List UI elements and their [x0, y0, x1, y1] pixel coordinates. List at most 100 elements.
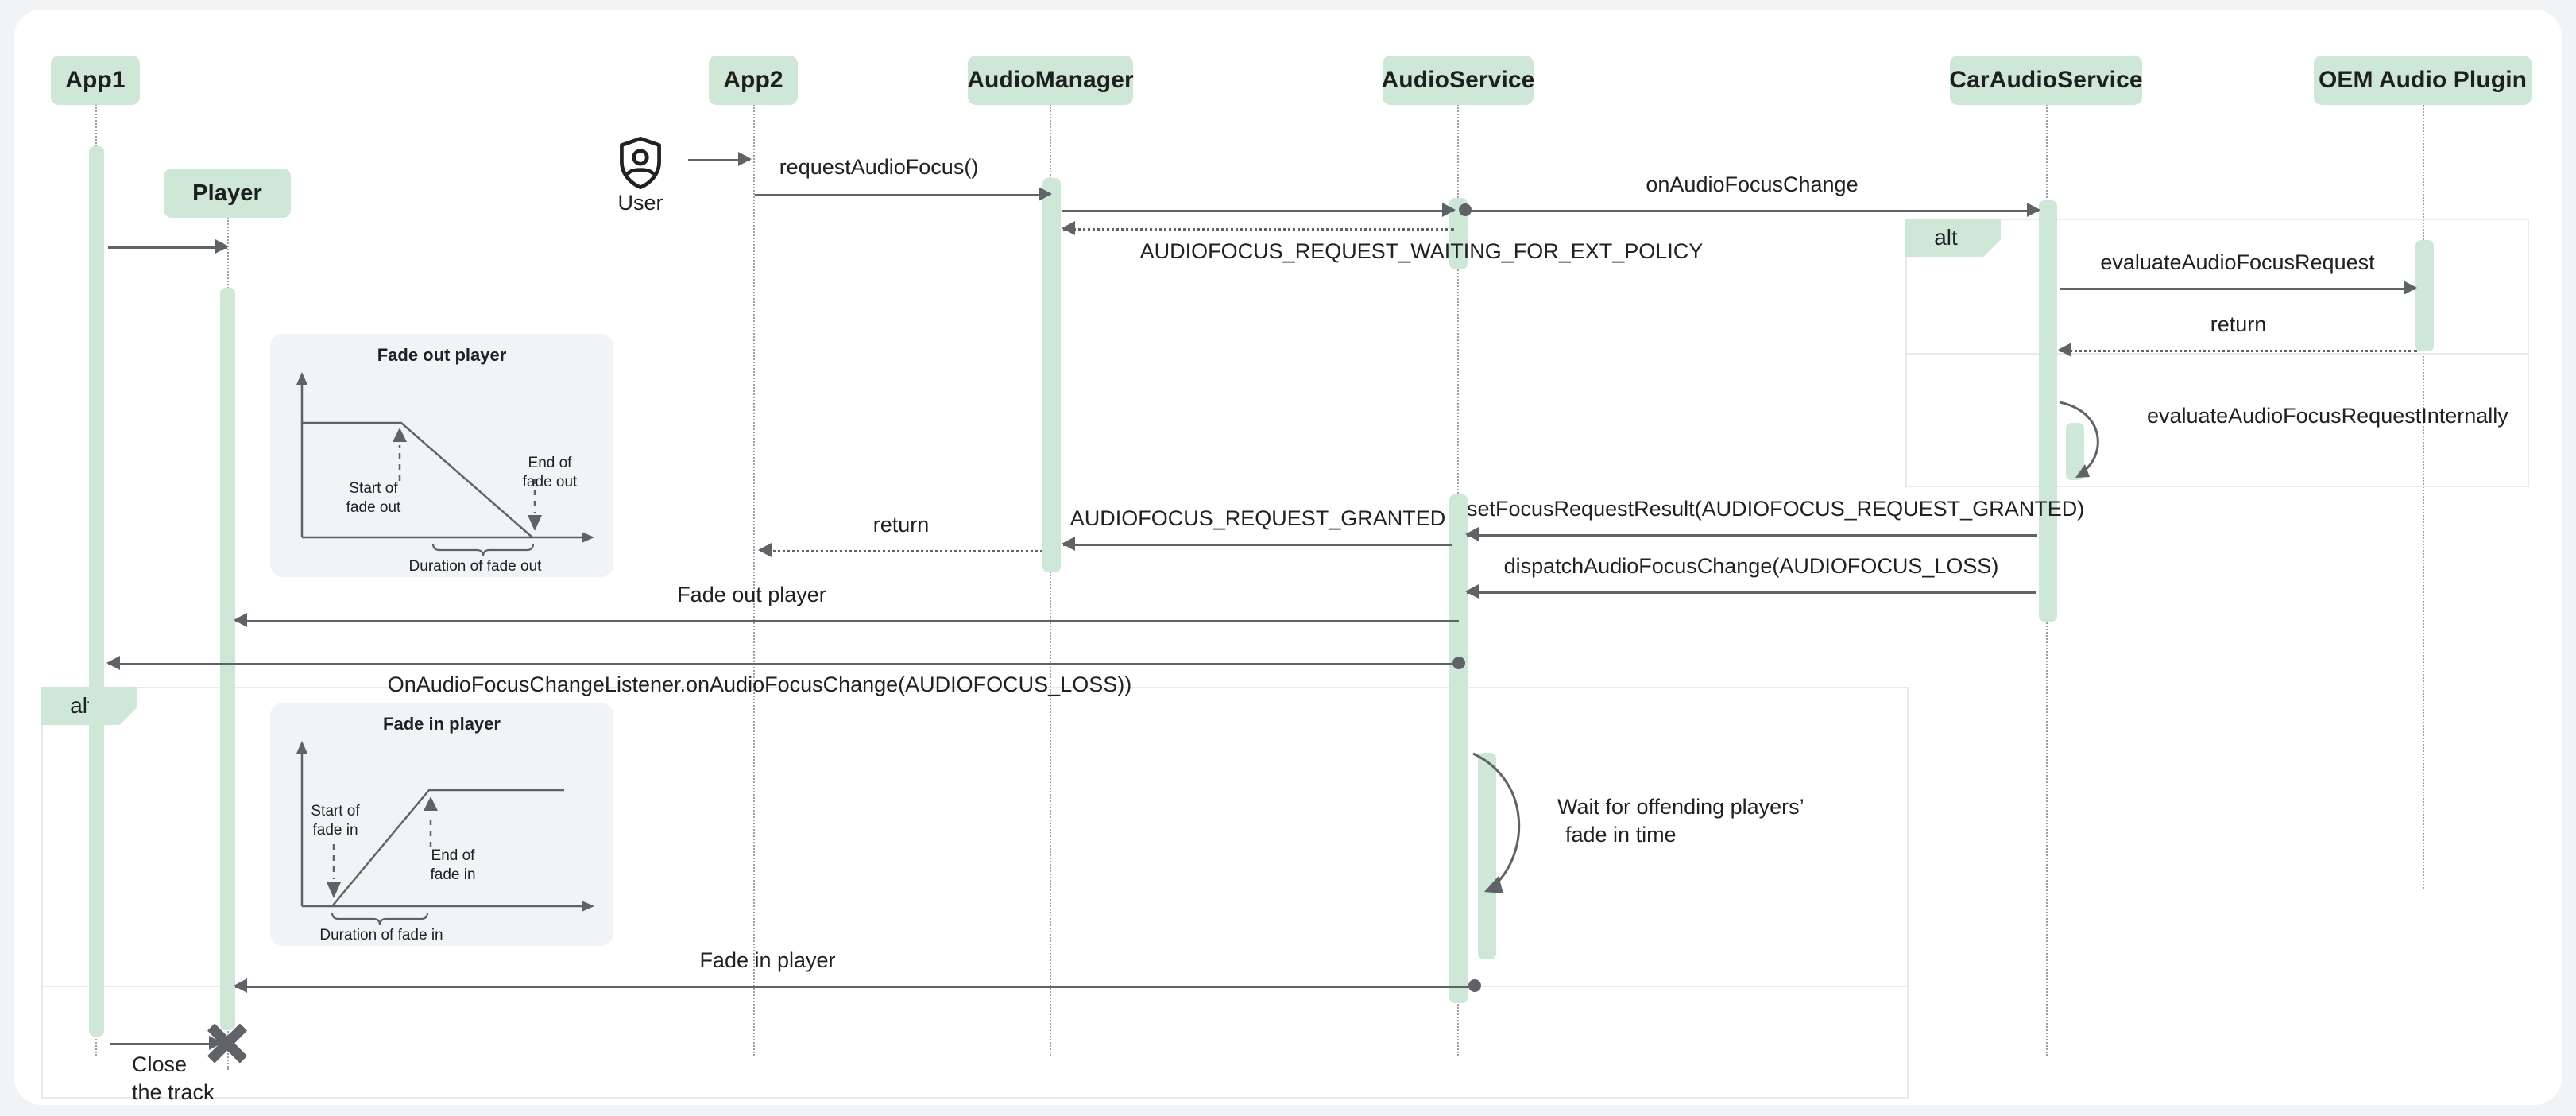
message-line: [760, 550, 1042, 552]
self-call-arc: [2059, 401, 2099, 478]
message-label: Wait for offending players’ fade in time: [1557, 793, 1804, 848]
message-label: onAudioFocusChange: [1646, 172, 1859, 196]
arrowhead-left: [234, 613, 247, 627]
svg-text:fade out: fade out: [523, 474, 578, 490]
activation-oemplugin: [2415, 240, 2434, 351]
participant-app1-label: App1: [65, 67, 126, 93]
arrowhead-left: [1062, 221, 1075, 235]
lifeline-app2: [753, 86, 755, 1056]
message-label: requestAudioFocus(): [779, 155, 979, 179]
message-line: [2060, 350, 2417, 352]
participant-player-label: Player: [192, 180, 262, 206]
message-label: evaluateAudioFocusRequest: [2100, 250, 2375, 274]
message-label: Fade in player: [699, 948, 836, 972]
arrowhead-left: [1465, 584, 1479, 599]
participant-app1[interactable]: App1: [51, 56, 140, 105]
activation-audiomanager: [1042, 178, 1061, 572]
participant-caraudioservice[interactable]: CarAudioService: [1949, 56, 2143, 105]
message-label: OnAudioFocusChangeListener.onAudioFocusC…: [387, 672, 1132, 696]
arrowhead-right: [2027, 203, 2040, 217]
arrowhead-right: [2404, 281, 2417, 295]
message-line: [1063, 544, 1452, 546]
note-title: Fade in player: [383, 714, 501, 734]
participant-player[interactable]: Player: [164, 169, 291, 218]
fade-out-chart: Start of fade out End of fade out Durati…: [296, 372, 594, 575]
message-line: [108, 663, 1459, 665]
activation-caraudioservice-self: [2066, 423, 2084, 480]
participant-audiomanager[interactable]: AudioManager: [967, 56, 1134, 105]
arrowhead-left: [234, 978, 247, 993]
message-wait-for-fade-in: Wait for offending players’ fade in time: [1464, 749, 1877, 908]
lifeline-oemplugin: [2423, 86, 2424, 889]
message-line: [2060, 288, 2415, 290]
fade-in-chart: Start of fade in End of fade in Duration…: [296, 741, 594, 944]
activation-caraudioservice: [2039, 200, 2057, 622]
filled-source-dot: [1459, 203, 1472, 216]
arrowhead-left: [1062, 537, 1075, 551]
arrowhead-right: [1442, 203, 1456, 217]
message-label: AUDIOFOCUS_REQUEST_GRANTED: [1069, 506, 1446, 530]
activation-app1: [89, 146, 104, 1037]
message-evaluateAudioFocusRequestInternally: evaluateAudioFocusRequestInternally: [2048, 397, 2508, 493]
arrowhead-left: [758, 543, 772, 557]
self-call-arc: [1472, 752, 1521, 893]
svg-text:Start of: Start of: [349, 480, 398, 497]
participant-audiomanager-label: AudioManager: [967, 67, 1134, 93]
message-line: [108, 246, 227, 249]
arrowhead-left: [2058, 343, 2071, 357]
message-label: Fade out player: [677, 583, 826, 606]
message-line: [235, 986, 1475, 988]
participant-audioservice[interactable]: AudioService: [1381, 56, 1535, 105]
message-label: evaluateAudioFocusRequestInternally: [2147, 404, 2508, 428]
message-line: [755, 194, 1050, 196]
message-line: [1062, 210, 1454, 212]
shield-user-icon: [620, 137, 661, 189]
message-label: return: [872, 513, 930, 537]
close-track-line1: Close: [132, 1052, 188, 1076]
message-line: [1465, 210, 2039, 212]
message-line: [688, 159, 750, 161]
participant-caraudioservice-label: CarAudioService: [1949, 67, 2143, 93]
arrowhead-left: [106, 656, 120, 670]
actor-user[interactable]: User: [602, 137, 679, 224]
message-label: dispatchAudioFocusChange(AUDIOFOCUS_LOSS…: [1503, 554, 1999, 578]
svg-text:Duration of fade in: Duration of fade in: [319, 927, 443, 944]
filled-source-dot: [1468, 979, 1481, 992]
message-label: setFocusRequestResult(AUDIOFOCUS_REQUEST…: [1467, 497, 2085, 521]
participant-audioservice-label: AudioService: [1381, 67, 1535, 93]
message-label: AUDIOFOCUS_REQUEST_WAITING_FOR_EXT_POLIC…: [1139, 239, 1704, 263]
note-fade-in-player: Fade in player Start of fade in End of: [270, 703, 613, 946]
svg-text:End of: End of: [431, 847, 476, 864]
close-the-track-annotation: Close the track: [132, 1051, 215, 1106]
close-track-line2: the track: [132, 1079, 215, 1104]
svg-text:Start of: Start of: [311, 803, 360, 820]
message-line: [1467, 591, 2036, 594]
note-fade-out-player: Fade out player Start of fade out: [270, 334, 613, 577]
actor-user-label: User: [617, 191, 663, 215]
participant-oemplugin-label: OEM Audio Plugin: [2318, 67, 2528, 93]
activation-player: [220, 288, 235, 1030]
activation-audioservice-self: [1478, 753, 1496, 959]
participant-app2[interactable]: App2: [709, 56, 798, 105]
fragment-alt-right-divider: [1905, 353, 2529, 355]
arrowhead-right: [1039, 187, 1052, 201]
svg-text:fade out: fade out: [346, 499, 401, 516]
message-line: [1063, 228, 1454, 231]
fragment-alt-left: [41, 687, 1909, 1099]
svg-text:fade in: fade in: [430, 866, 475, 883]
message-line: [235, 620, 1459, 622]
message-label: return: [2210, 312, 2267, 336]
wait-label-line2: fade in time: [1565, 822, 1677, 847]
fragment-alt-right-label: alt: [1905, 219, 2001, 257]
participant-oemplugin[interactable]: OEM Audio Plugin: [2314, 56, 2532, 105]
wait-label-line1: Wait for offending players’: [1557, 795, 1804, 819]
fragment-alt-right-label-text: alt: [1934, 225, 1958, 250]
svg-text:End of: End of: [528, 455, 573, 471]
arrowhead-right: [215, 239, 229, 254]
arrowhead-right: [738, 152, 752, 166]
filled-source-dot: [1452, 657, 1465, 669]
note-title: Fade out player: [377, 345, 507, 365]
svg-text:Duration of fade out: Duration of fade out: [409, 558, 543, 575]
message-line: [110, 1043, 221, 1045]
